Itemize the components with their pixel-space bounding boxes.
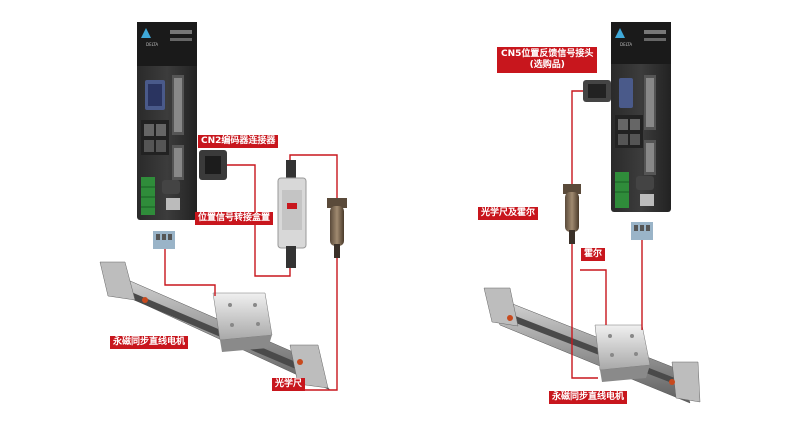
left-label-adapter-box: 位置信号转接盒置 <box>195 212 274 225</box>
right-drive-plug <box>631 222 653 240</box>
right-wiring <box>571 90 643 379</box>
left-scale-sensor <box>327 198 347 258</box>
right-label-motor: 永磁同步直线电机 <box>549 391 628 404</box>
left-cn2-plug <box>199 150 227 180</box>
right-label-cn5-line1: CN5位置反馈信号接头 <box>501 49 594 59</box>
left-linear-motor <box>99 261 331 391</box>
left-drive-plug <box>153 231 175 249</box>
right-label-scale-hall: 光学尺及霍尔 <box>478 207 539 220</box>
right-label-hall: 霍尔 <box>581 248 606 261</box>
left-label-motor: 永磁同步直线电机 <box>110 336 189 349</box>
right-cn5-plug <box>583 80 611 102</box>
right-drive-brand: DELTA <box>620 42 632 47</box>
left-adapter-box <box>277 160 307 268</box>
left-label-cn2: CN2编码器连接器 <box>198 135 279 148</box>
right-label-cn5: CN5位置反馈信号接头 (选购品) <box>497 47 598 73</box>
left-servo-drive: DELTA <box>137 22 197 220</box>
left-label-scale: 光学尺 <box>272 378 306 391</box>
right-scale-sensor <box>563 184 581 244</box>
right-linear-motor <box>483 287 701 404</box>
left-drive-brand: DELTA <box>146 42 158 47</box>
right-label-cn5-line2: (选购品) <box>529 60 565 70</box>
right-servo-drive: DELTA <box>611 22 671 212</box>
